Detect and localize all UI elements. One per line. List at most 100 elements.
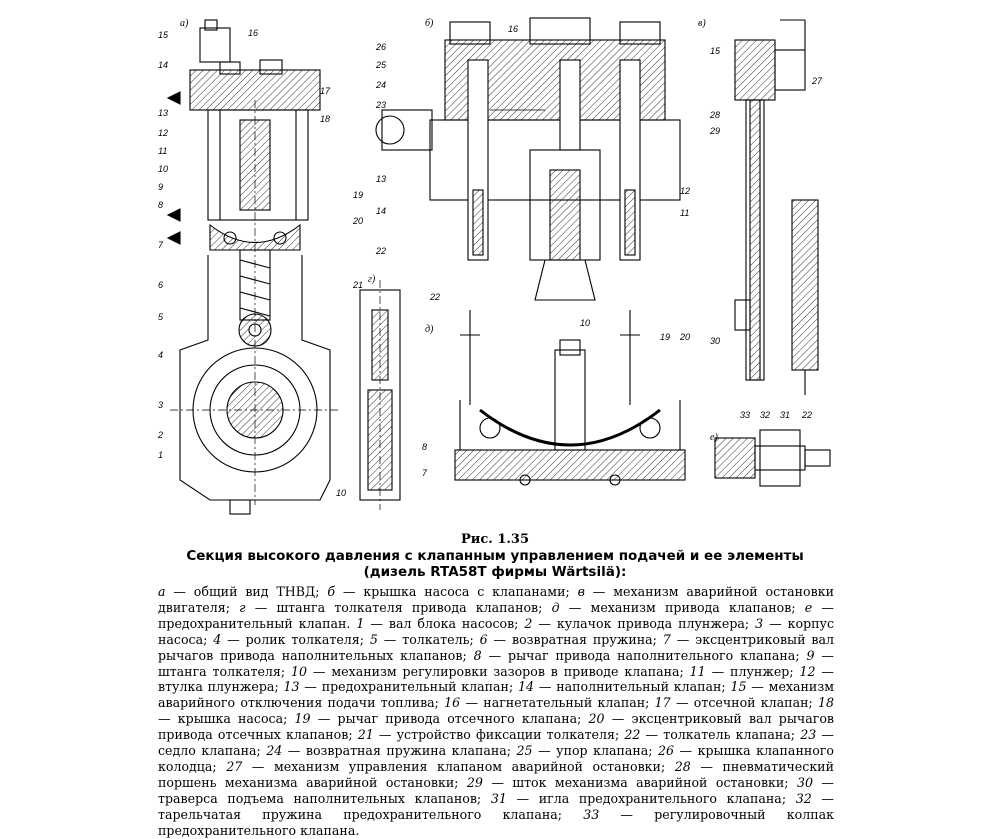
panel-label-e: е)	[710, 432, 718, 443]
panel-a-pump-general-view	[166, 19, 340, 515]
callout-v-33: 33	[740, 410, 750, 420]
legend-key: 2	[524, 615, 533, 631]
legend-text: — наполнительный клапан;	[534, 679, 731, 695]
callout-a-16: 16	[248, 28, 258, 38]
panel-label-d: д)	[425, 324, 434, 335]
callout-b-23: 23	[375, 100, 386, 110]
legend-key: 22	[624, 727, 641, 743]
figure-legend: а — общий вид ТНВД; б — крышка насоса с …	[158, 584, 834, 839]
callout-v-32: 32	[760, 410, 770, 420]
panel-v-emergency-stop	[734, 19, 819, 395]
legend-text: — тарельчатая пружина предохранительного…	[158, 790, 834, 822]
legend-text: — кулачок привода плунжера;	[532, 615, 756, 631]
legend-text: — штанга толкателя;	[158, 647, 834, 679]
callout-v-30: 30	[710, 336, 720, 346]
legend-text: — плунжер;	[705, 663, 800, 679]
callout-b-26: 26	[375, 42, 386, 52]
legend-key: 25	[516, 743, 533, 759]
legend-key: 11	[689, 663, 706, 679]
legend-key: 4	[213, 631, 222, 647]
callout-a-15: 15	[158, 30, 169, 40]
legend-key: 21	[357, 727, 374, 743]
callout-a-12: 12	[158, 128, 168, 138]
callout-g-22: 22	[429, 292, 440, 302]
legend-key: 1	[356, 615, 365, 631]
legend-key: 29	[466, 774, 483, 790]
legend-text: — корпус насоса;	[158, 615, 834, 647]
callout-a-10: 10	[158, 164, 168, 174]
figure-subtitle: (дизель RTA58T фирмы Wärtsilä):	[363, 564, 627, 580]
legend-key: в	[577, 584, 585, 599]
callout-a-21: 21	[352, 280, 363, 290]
callout-d-19: 19	[660, 332, 670, 342]
legend-key: 16	[444, 695, 461, 711]
callout-d-10: 10	[580, 318, 590, 328]
legend-text: — предохранительный клапан;	[299, 679, 518, 695]
callout-b-14: 14	[376, 206, 386, 216]
callout-b-24: 24	[375, 80, 386, 90]
callout-a-3: 3	[158, 400, 163, 410]
legend-text: — общий вид ТНВД;	[165, 584, 328, 599]
legend-text: — втулка плунжера;	[158, 663, 834, 695]
legend-text: — игла предохранительного клапана;	[506, 790, 796, 806]
legend-key: г	[239, 599, 246, 615]
callout-b-25: 25	[375, 60, 387, 70]
callout-v-15: 15	[710, 46, 721, 56]
panel-e-safety-valve	[714, 429, 831, 487]
callout-a-18: 18	[320, 114, 330, 124]
panel-label-v: в)	[698, 18, 706, 29]
callout-v-31: 31	[780, 410, 790, 420]
legend-text: — рычаг привода наполнительного клапана;	[481, 647, 807, 663]
figure-number: Рис. 1.35	[460, 532, 530, 547]
callout-a-2: 2	[157, 430, 163, 440]
legend-text: — толкатель клапана;	[640, 727, 801, 743]
legend-key: е	[804, 599, 813, 615]
legend-text: — эксцентриковый вал рычагов привода отс…	[158, 711, 834, 743]
legend-key: 33	[583, 806, 600, 822]
legend-key: 10	[290, 663, 308, 679]
legend-text: — возвратная пружина;	[487, 631, 663, 647]
legend-key: 7	[662, 631, 671, 647]
legend-key: 28	[674, 758, 691, 774]
callout-a-20: 20	[352, 216, 363, 226]
callout-a-8: 8	[158, 200, 163, 210]
legend-key: 31	[490, 790, 507, 806]
callout-d-20: 20	[679, 332, 690, 342]
legend-key: 8	[473, 647, 482, 663]
callout-b-16: 16	[508, 24, 518, 34]
legend-key: 14	[518, 679, 535, 695]
callout-a-9: 9	[158, 182, 163, 192]
legend-key: 13	[283, 679, 300, 695]
legend-key: 3	[755, 615, 764, 631]
legend-key: 27	[226, 758, 243, 774]
legend-key: 20	[588, 711, 605, 727]
legend-text: — упор клапана;	[532, 743, 659, 759]
callout-b-22: 22	[375, 246, 386, 256]
callout-v-27: 27	[811, 76, 823, 86]
panel-label-a: а)	[180, 18, 189, 29]
legend-key: 26	[658, 743, 675, 759]
legend-text: — крышка насоса с клапанами;	[335, 584, 578, 599]
callout-b-12: 12	[680, 186, 690, 196]
legend-text: — предохранительный клапан.	[158, 599, 834, 631]
callout-a-1: 1	[158, 450, 163, 460]
legend-text: — толкатель;	[377, 631, 480, 647]
callout-a-19: 19	[353, 190, 363, 200]
legend-text: — механизм аварийной остановки двигателя…	[158, 584, 834, 615]
legend-key: 24	[266, 743, 283, 759]
callout-b-11: 11	[680, 208, 689, 218]
callout-a-17: 17	[320, 86, 331, 96]
callout-d-8: 8	[422, 442, 427, 452]
legend-text: — вал блока насосов;	[364, 615, 525, 631]
legend-text: — отсечной клапан;	[670, 695, 818, 711]
legend-text: — механизм управления клапаном аварийной…	[242, 758, 675, 774]
legend-text: — крышка насоса;	[158, 711, 295, 727]
figure-title: Секция высокого давления с клапанным упр…	[186, 548, 804, 564]
callout-a-5: 5	[158, 312, 164, 322]
legend-text: — крышка клапанного колодца;	[158, 743, 834, 774]
legend-key: 17	[654, 695, 671, 711]
callout-g-10: 10	[336, 488, 346, 498]
legend-text: — возвратная пружина клапана;	[282, 743, 517, 759]
